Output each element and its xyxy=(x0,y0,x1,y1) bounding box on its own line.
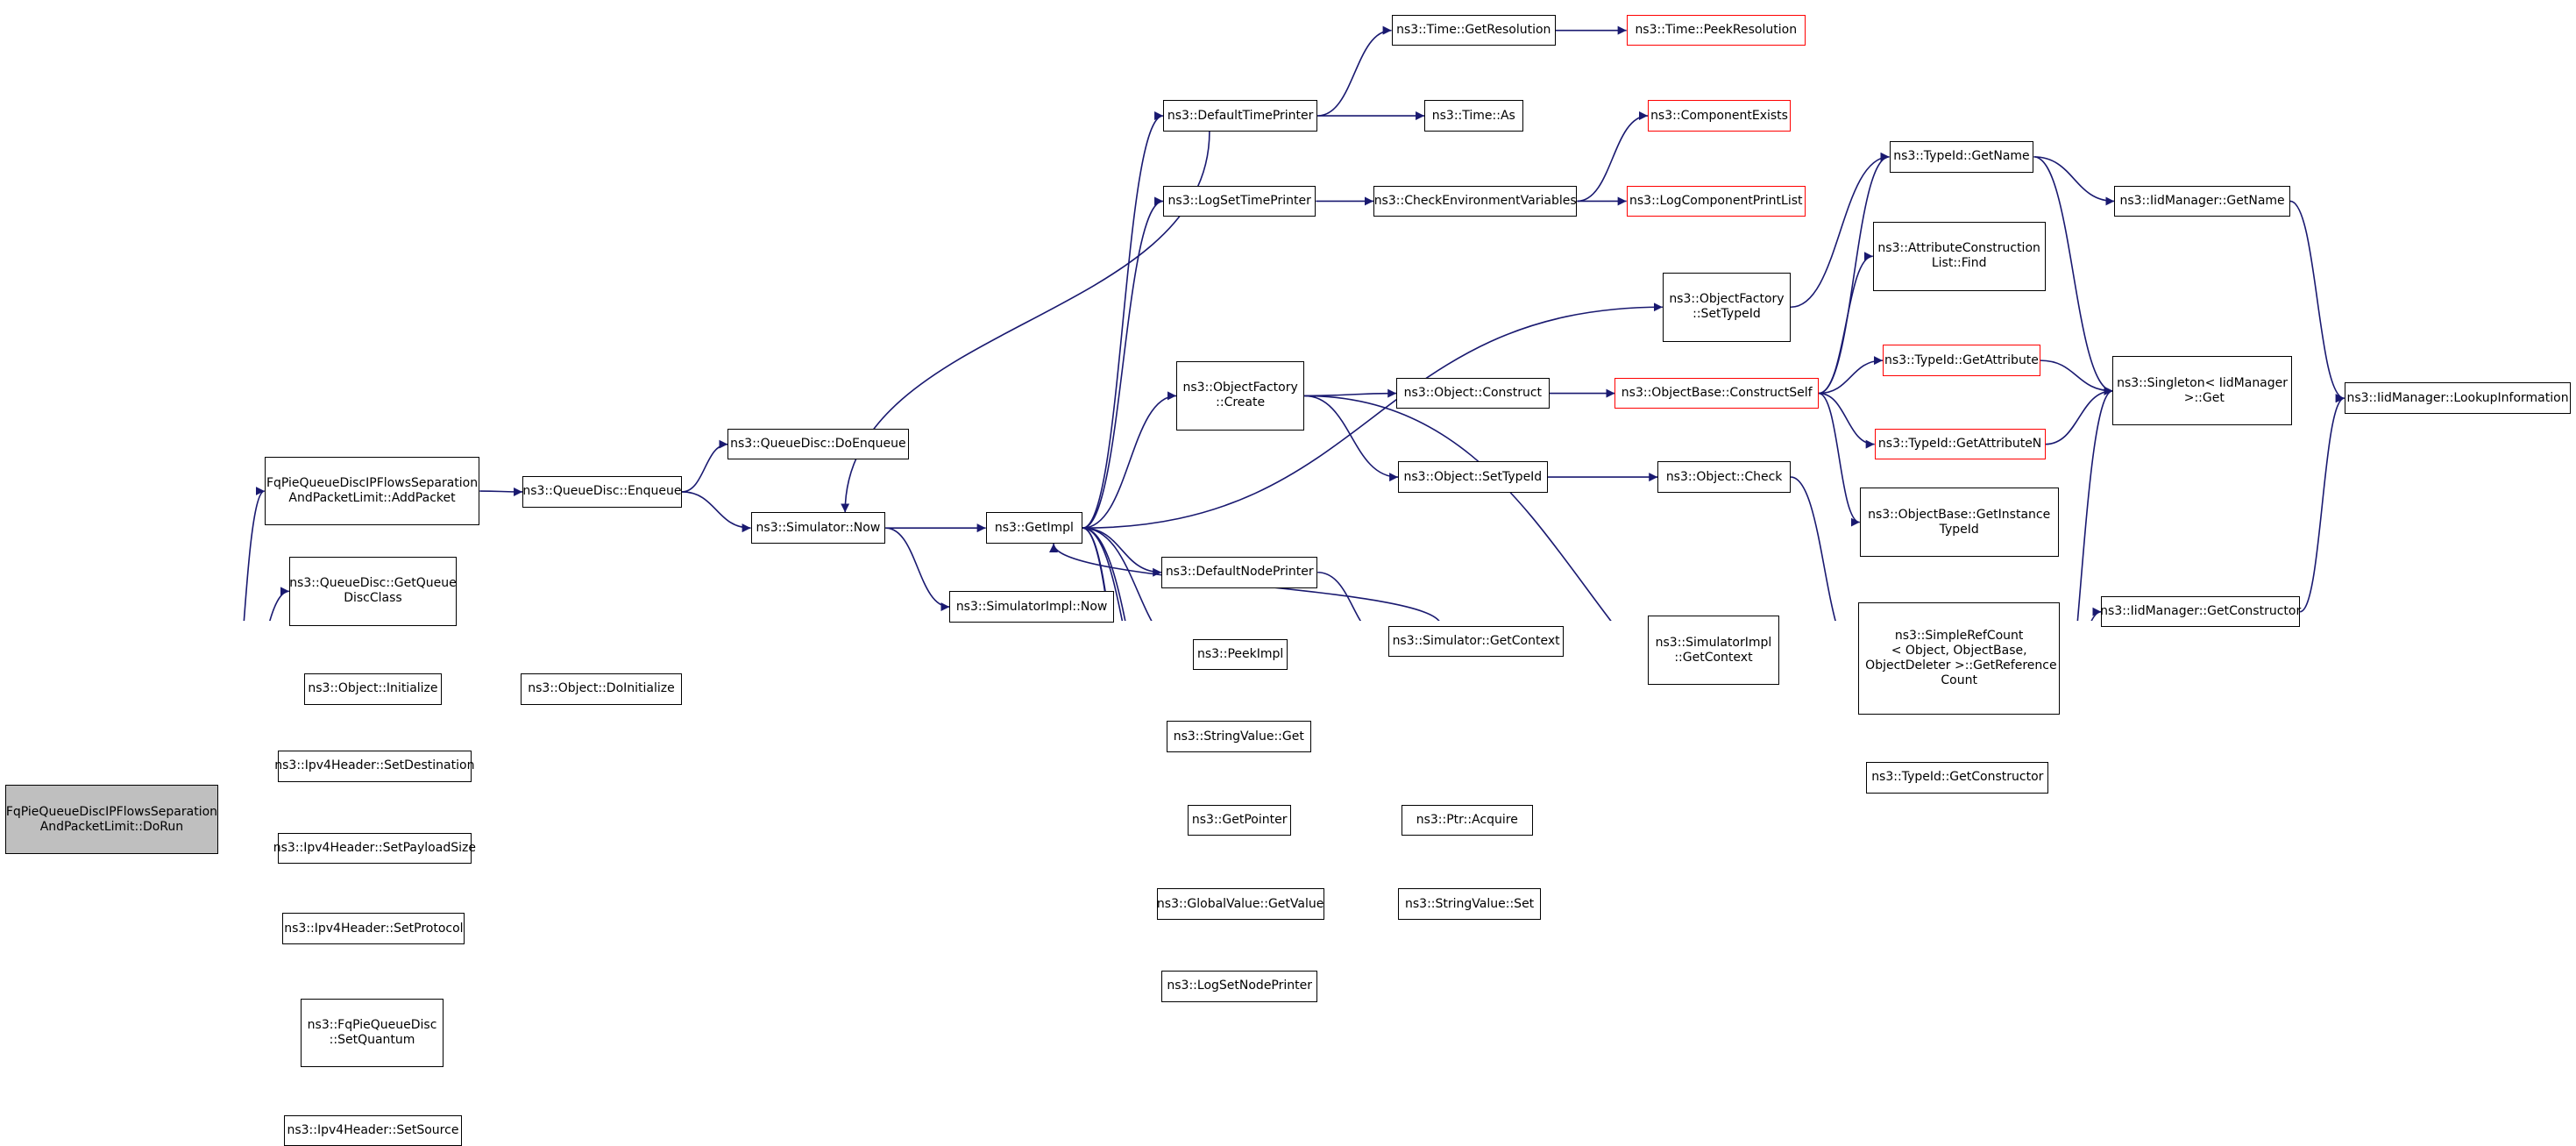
node-peekimpl[interactable]: ns3::PeekImpl xyxy=(1192,638,1288,671)
call-edge-typeidgetname-to-singletonget xyxy=(2033,156,2113,395)
node-checkenvironmentvariables[interactable]: ns3::CheckEnvironmentVariables xyxy=(1373,185,1578,217)
node-ipv4header-setsource[interactable]: ns3::Ipv4Header::SetSource xyxy=(284,1114,462,1146)
node-getimpl[interactable]: ns3::GetImpl xyxy=(985,512,1083,544)
node-objectbase-getinstancetypeid[interactable]: ns3::ObjectBase::GetInstance TypeId xyxy=(1859,488,2059,557)
call-edge-simnow-to-simimplnow xyxy=(885,527,950,612)
call-edge-objbaseconstructself-to-typeidgetattributen xyxy=(1818,392,1875,449)
call-edge-objfactorycreate-to-typeidgetconstructor xyxy=(1304,395,1612,621)
node-stringvalue-set[interactable]: ns3::StringValue::Set xyxy=(1398,888,1542,920)
call-edge-getimpl-to-getpointer xyxy=(1082,527,1126,621)
node-queuedisc-doenqueue[interactable]: ns3::QueueDisc::DoEnqueue xyxy=(727,428,909,460)
node-queuedisc-getqueuediscclass[interactable]: ns3::QueueDisc::GetQueue DiscClass xyxy=(288,556,458,626)
call-edge-getimpl-to-objfactorysettypeid xyxy=(1082,303,1663,529)
call-edge-typeidgetattribute-to-singletonget xyxy=(2040,359,2113,395)
call-edge-defaultnodeprinter-to-simgetcontext xyxy=(1317,571,1362,621)
call-edge-root-to-getqueuediscclass xyxy=(269,587,290,621)
call-edge-objbaseconstructself-to-objbasegetinstancetypeid xyxy=(1818,392,1861,527)
node-objectbase-constructself[interactable]: ns3::ObjectBase::ConstructSelf xyxy=(1614,377,1819,409)
call-graph-edges xyxy=(243,25,2345,621)
call-edge-root-to-addpacket xyxy=(243,487,266,621)
call-edge-getimpl-to-objfactorycreate xyxy=(1082,391,1177,529)
call-edge-objbaseconstructself-to-attrconstructionlistfind xyxy=(1818,252,1873,395)
node-iidmanager-lookupinformation[interactable]: ns3::IidManager::LookupInformation xyxy=(2344,382,2572,414)
call-edge-getimpl-to-logsetnodeprinter xyxy=(1082,527,1110,621)
call-edge-getimpl-to-stringvalueget xyxy=(1082,527,1124,621)
call-edge-defaulttimeprinter-to-timegetresolution xyxy=(1317,25,1392,117)
call-edge-enqueue-to-simnow xyxy=(681,491,751,533)
node-time-peekresolution[interactable]: ns3::Time::PeekResolution xyxy=(1626,14,1806,46)
node-typeid-getname[interactable]: ns3::TypeId::GetName xyxy=(1889,141,2034,173)
node-ptr-acquire[interactable]: ns3::Ptr::Acquire xyxy=(1401,804,1533,836)
node-globalvalue-getvalue[interactable]: ns3::GlobalValue::GetValue xyxy=(1156,888,1324,920)
call-edge-typeidgetconstructor-to-iidmanagergetconstructor xyxy=(2090,607,2102,621)
node-logsetnodeprinter[interactable]: ns3::LogSetNodePrinter xyxy=(1161,970,1318,1002)
call-edge-addpacket-to-enqueue xyxy=(479,487,523,496)
node-typeid-getattributen[interactable]: ns3::TypeId::GetAttributeN xyxy=(1874,428,2046,460)
node-simulatorimpl-getcontext[interactable]: ns3::SimulatorImpl ::GetContext xyxy=(1647,616,1779,686)
node-ipv4header-setprotocol[interactable]: ns3::Ipv4Header::SetProtocol xyxy=(282,913,465,944)
node-object-check[interactable]: ns3::Object::Check xyxy=(1657,461,1792,493)
node-object-doinitialize[interactable]: ns3::Object::DoInitialize xyxy=(521,673,682,705)
call-edge-enqueue-to-doenqueue xyxy=(681,439,728,493)
node-ipv4header-setpayloadsize[interactable]: ns3::Ipv4Header::SetPayloadSize xyxy=(273,832,476,865)
node-objectfactory-create[interactable]: ns3::ObjectFactory ::Create xyxy=(1176,361,1305,431)
call-edge-typeidgetconstructor-to-singletonget xyxy=(2076,386,2113,621)
node-simulatorimpl-now[interactable]: ns3::SimulatorImpl::Now xyxy=(949,591,1114,623)
node-iidmanager-getname[interactable]: ns3::IidManager::GetName xyxy=(2114,185,2290,217)
call-edge-getimpl-to-defaulttimeprinter xyxy=(1082,111,1164,529)
call-graph: FqPieQueueDiscIPFlowsSeparation AndPacke… xyxy=(4,14,2572,1146)
node-stringvalue-get[interactable]: ns3::StringValue::Get xyxy=(1166,721,1311,752)
node-defaulttimeprinter[interactable]: ns3::DefaultTimePrinter xyxy=(1163,100,1318,132)
node-ipv4header-setdestination[interactable]: ns3::Ipv4Header::SetDestination xyxy=(274,750,474,782)
call-edge-iidmanagergetconstructor-to-iidmanagerlookupinformation xyxy=(2299,394,2345,613)
call-edge-getimpl-to-logsettimeprinter xyxy=(1082,196,1164,529)
node-objectfactory-settypeid[interactable]: ns3::ObjectFactory ::SetTypeId xyxy=(1662,272,1792,342)
call-edge-objfactorycreate-to-objsettypeid xyxy=(1304,395,1399,482)
node-typeid-getattribute[interactable]: ns3::TypeId::GetAttribute xyxy=(1883,345,2040,376)
node-logsettimeprinter[interactable]: ns3::LogSetTimePrinter xyxy=(1163,185,1316,217)
node-singleton-iidmanager-get[interactable]: ns3::Singleton< IidManager >::Get xyxy=(2112,356,2292,426)
node-defaultnodeprinter[interactable]: ns3::DefaultNodePrinter xyxy=(1161,556,1318,588)
node-queuedisc-enqueue[interactable]: ns3::QueueDisc::Enqueue xyxy=(522,476,682,508)
call-edge-typeidgetattributen-to-singletonget xyxy=(2045,386,2113,445)
node-iidmanager-getconstructor[interactable]: ns3::IidManager::GetConstructor xyxy=(2100,595,2301,628)
node-attributeconstructionlist-find[interactable]: ns3::AttributeConstruction List::Find xyxy=(1872,221,2046,291)
node-fqpie-dorun: FqPieQueueDiscIPFlowsSeparation AndPacke… xyxy=(4,785,219,854)
node-fqpiequeuedisc-setquantum[interactable]: ns3::FqPieQueueDisc ::SetQuantum xyxy=(301,998,444,1068)
node-time-getresolution[interactable]: ns3::Time::GetResolution xyxy=(1391,14,1556,46)
node-logcomponentprintlist[interactable]: ns3::LogComponentPrintList xyxy=(1626,185,1806,217)
call-edge-checkenvvars-to-componentexists xyxy=(1577,111,1649,203)
node-simulator-getcontext[interactable]: ns3::Simulator::GetContext xyxy=(1387,625,1565,658)
node-object-construct[interactable]: ns3::Object::Construct xyxy=(1396,377,1550,409)
node-object-settypeid[interactable]: ns3::Object::SetTypeId xyxy=(1398,461,1548,493)
call-edge-objcheck-to-simplerefcount xyxy=(1790,476,1836,621)
call-edge-objfactorysettypeid-to-typeidgetname xyxy=(1791,152,1890,309)
node-simplerefcount-getreferencecount[interactable]: ns3::SimpleRefCount < Object, ObjectBase… xyxy=(1857,602,2061,715)
call-edge-objbaseconstructself-to-typeidgetattribute xyxy=(1818,356,1884,395)
node-simulator-now[interactable]: ns3::Simulator::Now xyxy=(750,512,886,544)
call-edge-iidmanagergetname-to-iidmanagerlookupinformation xyxy=(2289,200,2345,403)
node-fqpie-addpacket[interactable]: FqPieQueueDiscIPFlowsSeparation AndPacke… xyxy=(264,456,480,526)
node-componentexists[interactable]: ns3::ComponentExists xyxy=(1647,100,1792,132)
node-object-initialize[interactable]: ns3::Object::Initialize xyxy=(303,673,443,705)
call-edge-typeidgetname-to-iidmanagergetname xyxy=(2033,156,2115,206)
node-time-as[interactable]: ns3::Time::As xyxy=(1424,100,1523,132)
call-edge-getimpl-to-peekimpl xyxy=(1082,527,1153,621)
node-getpointer[interactable]: ns3::GetPointer xyxy=(1188,804,1292,836)
node-typeid-getconstructor[interactable]: ns3::TypeId::GetConstructor xyxy=(1866,762,2049,794)
